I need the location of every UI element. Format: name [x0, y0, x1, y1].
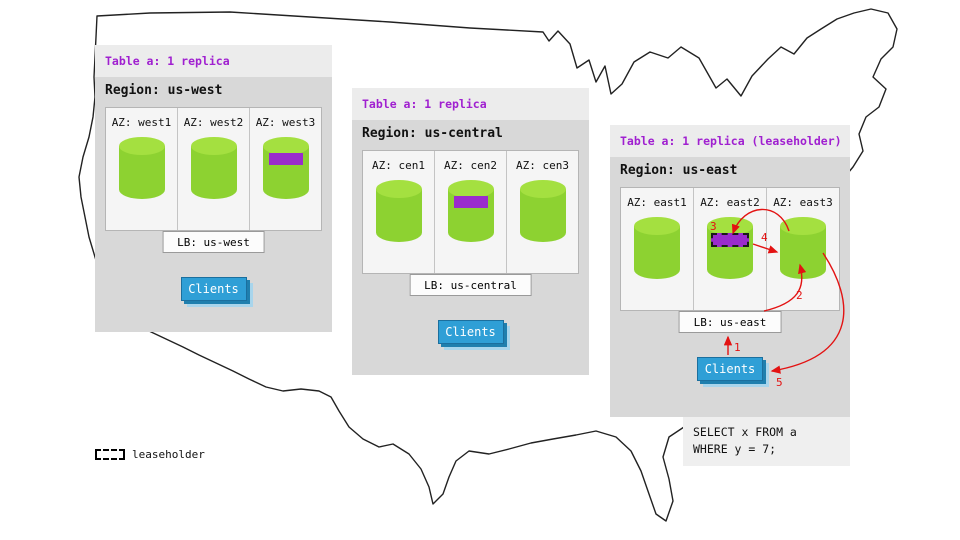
clients-box: Clients	[437, 320, 504, 344]
az-label: AZ: east3	[773, 196, 833, 209]
database-cylinder	[375, 180, 422, 242]
load-balancer: LB: us-west	[162, 231, 265, 253]
az-column: AZ: cen1	[363, 151, 435, 273]
az-column: AZ: west3	[250, 108, 321, 230]
database-cylinder	[262, 137, 309, 199]
clients-box: Clients	[697, 357, 763, 381]
az-label: AZ: west1	[111, 116, 172, 129]
az-column: AZ: east2	[694, 188, 767, 310]
az-label: AZ: west3	[255, 116, 316, 129]
region-panel-us-east: Table a: 1 replica (leaseholder) Region:…	[610, 125, 850, 417]
database-cylinder	[634, 217, 680, 279]
region-title: Region: us-central	[362, 126, 503, 141]
clients-box: Clients	[180, 277, 247, 301]
database-cylinder	[190, 137, 237, 199]
arrow-step-1: 1	[734, 341, 741, 354]
database-cylinder	[118, 137, 165, 199]
az-column: AZ: cen2	[435, 151, 507, 273]
az-container: AZ: east1 AZ: east2 AZ: east3	[620, 187, 840, 311]
az-column: AZ: west2	[178, 108, 250, 230]
database-cylinder	[447, 180, 494, 242]
region-title: Region: us-west	[105, 83, 223, 98]
region-panel-us-west: Table a: 1 replica Region: us-west AZ: w…	[95, 45, 332, 332]
table-replica-label: Table a: 1 replica	[352, 88, 589, 120]
sql-query-line: SELECT x FROM a	[693, 425, 797, 439]
az-column: AZ: west1	[106, 108, 178, 230]
load-balancer: LB: us-central	[409, 274, 532, 296]
arrow-step-4: 4	[761, 231, 768, 244]
az-container: AZ: west1 AZ: west2 AZ: west3	[105, 107, 322, 231]
table-replica-label: Table a: 1 replica	[95, 45, 332, 77]
sql-query-box: SELECT x FROM a WHERE y = 7;	[683, 417, 850, 466]
az-container: AZ: cen1 AZ: cen2 AZ: cen3	[362, 150, 579, 274]
region-panel-us-central: Table a: 1 replica Region: us-central AZ…	[352, 88, 589, 375]
replica-range	[268, 153, 303, 165]
legend-label: leaseholder	[132, 448, 205, 461]
replica-range	[453, 196, 488, 208]
arrow-step-5: 5	[776, 376, 783, 389]
legend: leaseholder	[95, 448, 205, 461]
az-label: AZ: west2	[183, 116, 244, 129]
az-column: AZ: cen3	[507, 151, 578, 273]
az-column: AZ: east1	[621, 188, 694, 310]
database-cylinder	[780, 217, 826, 279]
leaseholder-swatch-icon	[95, 449, 125, 460]
leaseholder-replica-range	[711, 233, 749, 247]
az-label: AZ: cen1	[372, 159, 425, 172]
az-label: AZ: cen2	[444, 159, 497, 172]
region-title: Region: us-east	[620, 163, 738, 178]
az-label: AZ: cen3	[516, 159, 569, 172]
az-label: AZ: east1	[627, 196, 687, 209]
sql-query-line: WHERE y = 7;	[693, 442, 777, 457]
table-replica-label: Table a: 1 replica (leaseholder)	[610, 125, 850, 157]
az-column: AZ: east3	[767, 188, 839, 310]
arrow-step-2: 2	[796, 289, 803, 302]
az-label: AZ: east2	[700, 196, 760, 209]
database-cylinder	[519, 180, 566, 242]
arrow-step-3: 3	[710, 220, 717, 233]
load-balancer: LB: us-east	[678, 311, 782, 333]
